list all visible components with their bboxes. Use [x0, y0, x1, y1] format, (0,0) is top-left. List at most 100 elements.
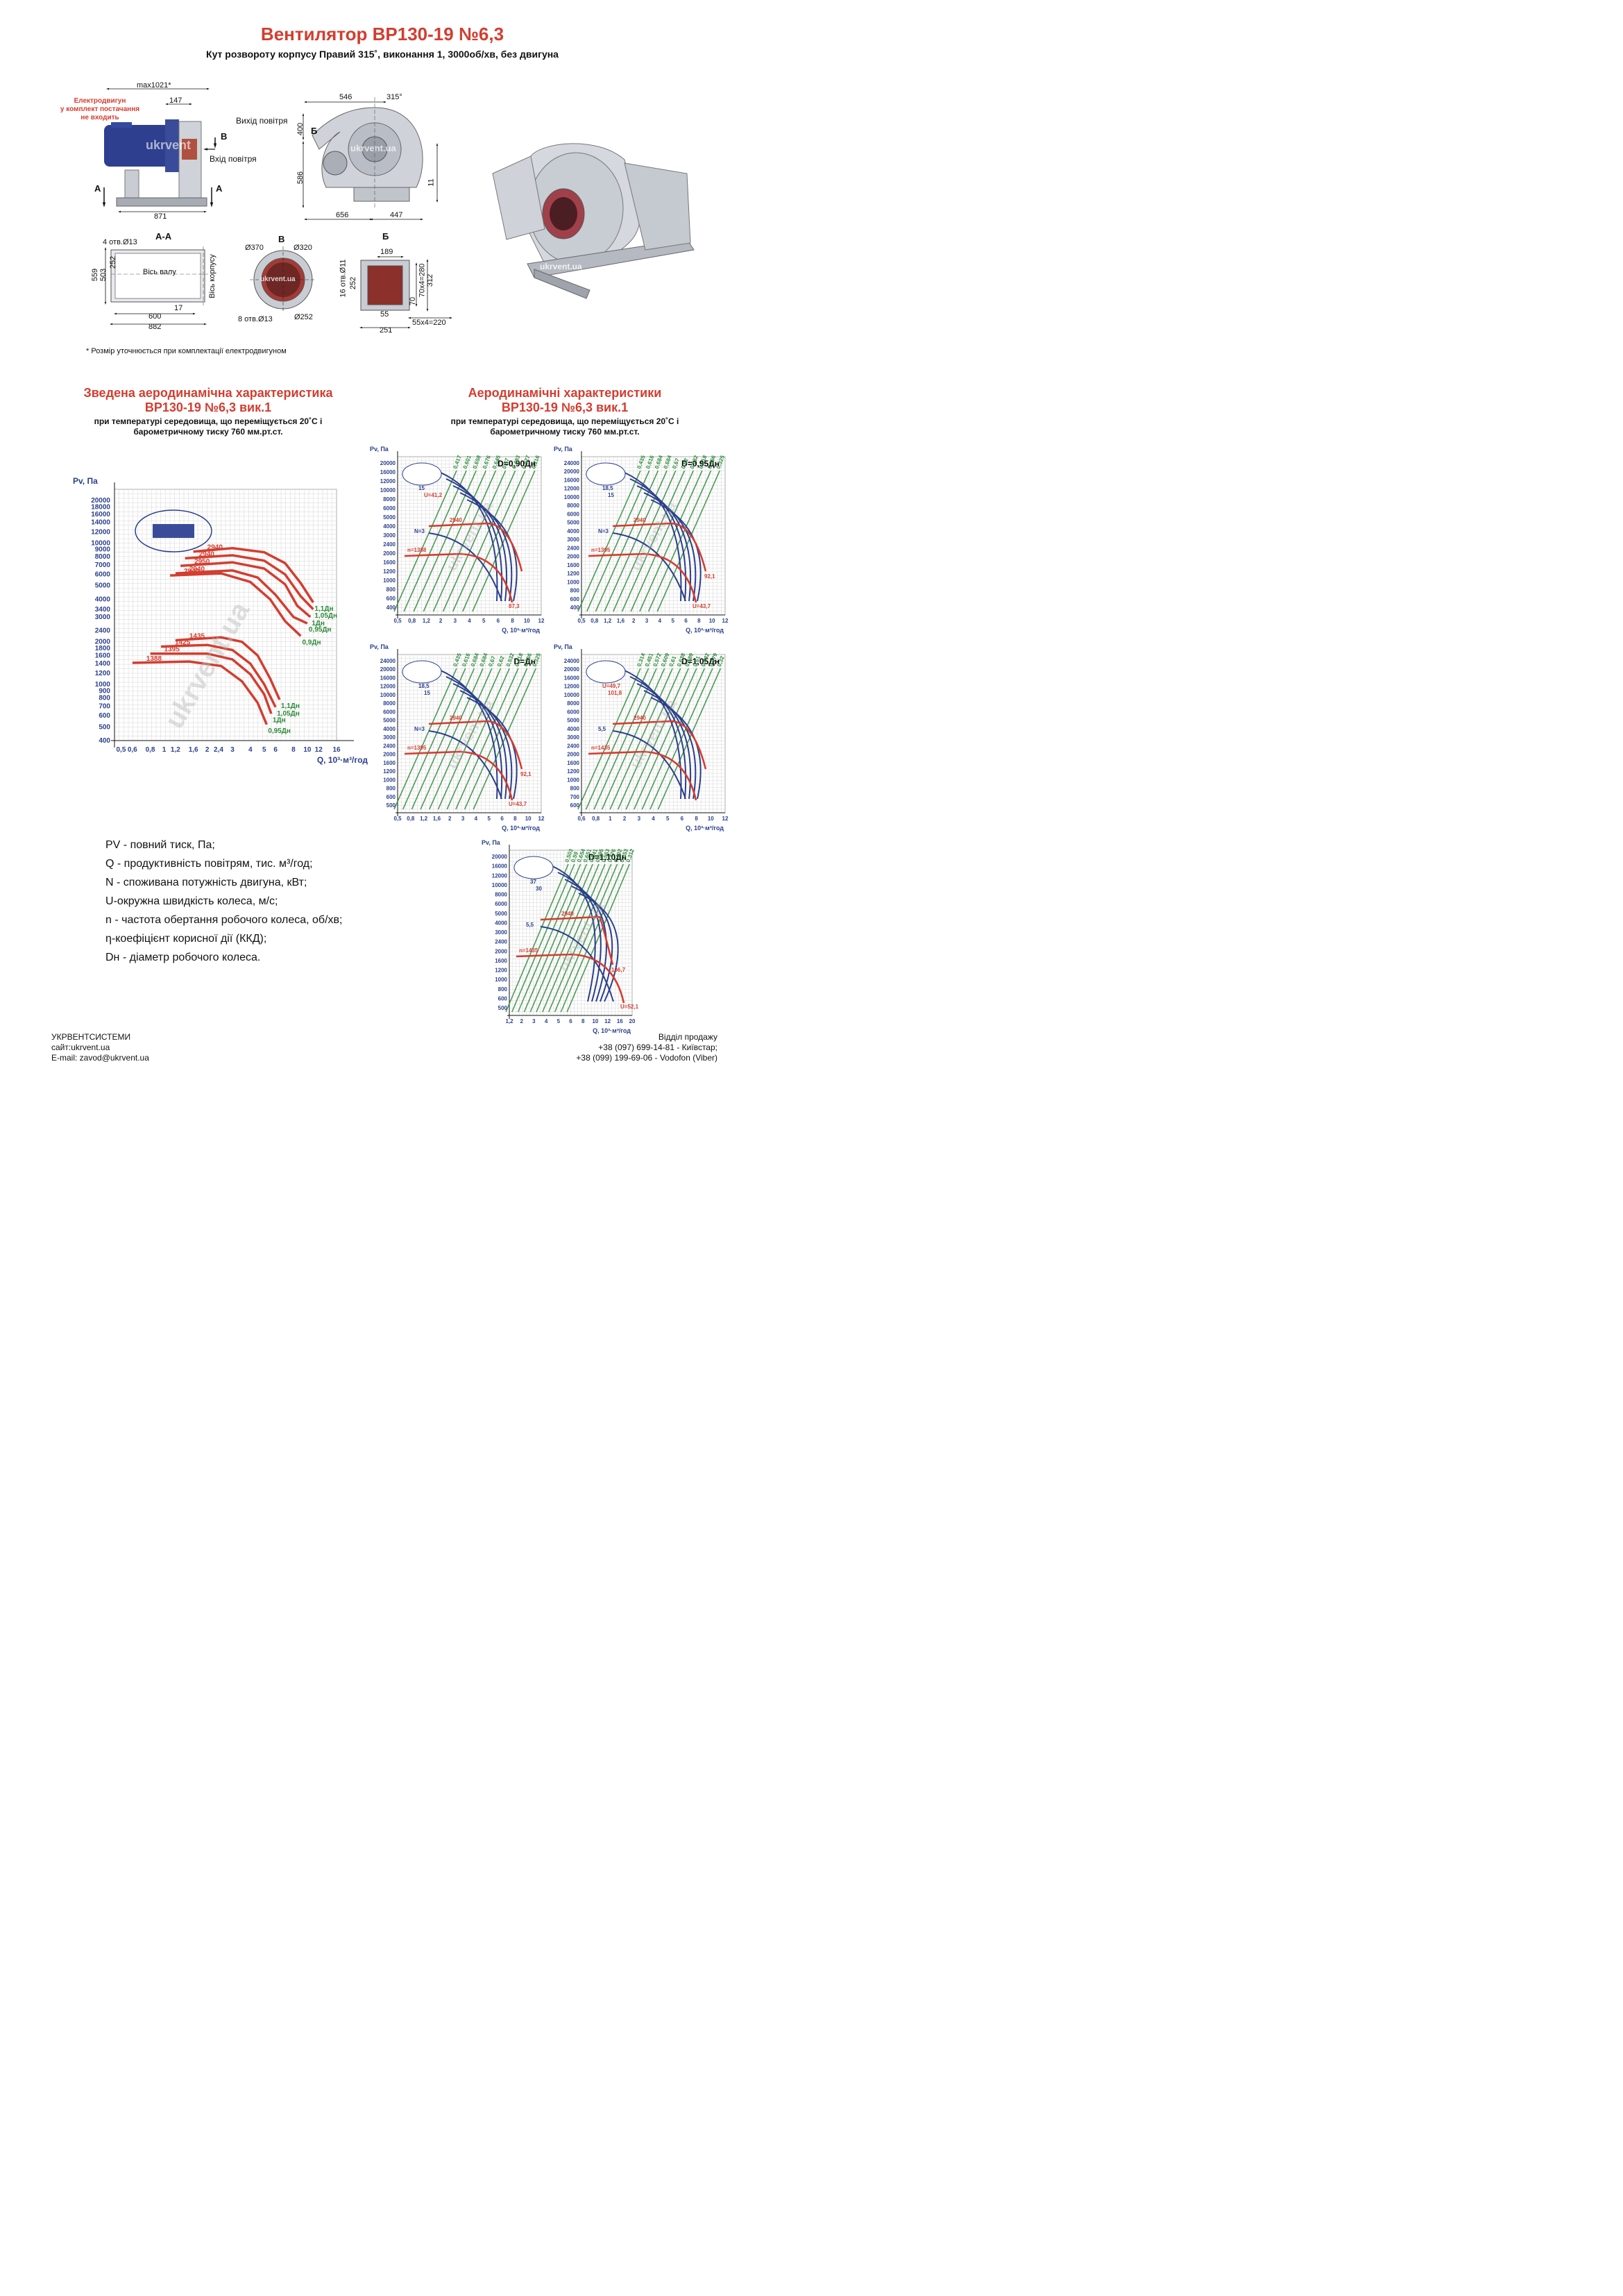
dim-400: 400 — [296, 122, 305, 136]
dim-189: 189 — [380, 248, 393, 256]
y-tick-label: 4000 — [95, 596, 111, 603]
efficiency-line — [437, 668, 502, 810]
dim-447: 447 — [390, 211, 403, 219]
y-axis-label: Pv, Па — [370, 643, 389, 650]
y-tick-label: 16000 — [564, 477, 580, 483]
rpm-curve-low — [588, 552, 697, 603]
x-tick-label: 1,2 — [420, 816, 428, 822]
y-tick-label: 2000 — [383, 550, 396, 557]
x-tick-label: 2 — [448, 816, 452, 822]
shaft-axis-label: Вісь валу — [143, 268, 176, 276]
efficiency-line — [393, 668, 457, 810]
efficiency-line — [420, 668, 484, 810]
curve-0 — [193, 547, 314, 603]
y-tick-label: 10000 — [380, 487, 396, 493]
efficiency-line — [542, 863, 606, 1013]
company-email[interactable]: E-mail: zavod@ukrvent.ua — [51, 1053, 149, 1063]
badge-icon — [402, 462, 442, 486]
x-tick-label: 5 — [557, 1018, 561, 1024]
power-curve — [459, 690, 513, 800]
dim-70x4: 70x4=280 — [418, 263, 427, 298]
x-tick-label: 12 — [722, 816, 729, 822]
sales-label: Відділ продажу — [658, 1032, 717, 1042]
efficiency-line — [657, 668, 722, 810]
series-label: U=43,7 — [692, 603, 711, 609]
x-tick-label: 8 — [697, 618, 701, 624]
power-curve — [636, 485, 692, 602]
page-subtitle: Кут розвороту корпусу Правий 315˚, викон… — [206, 49, 559, 60]
x-tick-label: 0,8 — [408, 618, 416, 624]
y-tick-label: 9000 — [95, 546, 111, 554]
x-tick-label: 12 — [604, 1018, 611, 1024]
y-tick-label: 12000 — [564, 486, 580, 492]
y-tick-label: 1200 — [383, 568, 396, 575]
x-tick-label: 0,5 — [577, 618, 586, 624]
series-label: n=1388 — [407, 547, 427, 553]
y-tick-label: 600 — [386, 794, 396, 800]
x-tick-label: 3 — [461, 816, 465, 822]
dim-252-bb: 252 — [349, 276, 358, 290]
y-tick-label: 8000 — [383, 700, 396, 707]
y-tick-label: 10000 — [91, 539, 110, 547]
y-tick-label: 2000 — [95, 639, 111, 646]
curve-rpm-label: 2940 — [189, 566, 205, 573]
efficiency-line — [609, 668, 673, 810]
curve-diameter-label: 1Дн — [273, 716, 286, 724]
y-tick-label: 12000 — [492, 872, 508, 879]
power-curve — [612, 730, 686, 800]
y-tick-label: 5000 — [95, 582, 111, 590]
y-tick-label: 1800 — [95, 645, 111, 652]
power-curve — [578, 893, 619, 1002]
company-name: УКРВЕНТСИСТЕМИ — [51, 1032, 131, 1042]
x-tick-label: 0,8 — [592, 816, 600, 822]
y-tick-label: 5000 — [567, 520, 579, 526]
power-curve — [540, 926, 614, 1002]
rpm-curve-high — [428, 720, 523, 770]
y-axis-label: Pv, Па — [370, 446, 389, 453]
curve-rpm-label: 1395 — [164, 646, 180, 654]
x-tick-label: 0,6 — [577, 816, 586, 822]
efficiency-line — [630, 470, 694, 612]
efficiency-line — [617, 668, 681, 810]
y-tick-label: 800 — [386, 586, 396, 593]
y-tick-label: 500 — [99, 723, 110, 731]
x-tick-label: 1,2 — [505, 1018, 513, 1024]
section-aa — [104, 246, 208, 326]
power-curve — [636, 683, 692, 800]
series-label: 5,5 — [526, 922, 534, 928]
efficiency-line — [536, 863, 600, 1013]
phone-vodafone[interactable]: +38 (099) 199-69-06 - Vodofon (Viber) — [576, 1053, 717, 1063]
efficiency-line — [393, 470, 457, 612]
air-inlet-label: Вхід повітря — [210, 154, 257, 164]
y-tick-label: 5000 — [383, 718, 396, 724]
y-tick-label: 3400 — [95, 606, 111, 614]
x-tick-label: 1,2 — [423, 618, 431, 624]
view-b-d370: Ø370 — [245, 244, 264, 252]
x-tick-label: 4 — [652, 816, 655, 822]
y-tick-label: 1400 — [95, 660, 111, 668]
x-tick-label: 2 — [439, 618, 443, 624]
y-tick-label: 5000 — [383, 514, 396, 521]
badge-icon — [402, 660, 442, 684]
x-tick-label: 0,5 — [393, 618, 402, 624]
company-site[interactable]: сайт:ukrvent.ua — [51, 1043, 110, 1052]
x-tick-label: 4 — [658, 618, 662, 624]
x-tick-label: 2 — [623, 816, 627, 822]
y-tick-label: 1600 — [567, 562, 579, 568]
y-tick-label: 16000 — [91, 511, 110, 518]
phone-kyivstar[interactable]: +38 (097) 699-14-81 - Київстар; — [598, 1043, 717, 1052]
efficiency-line — [585, 668, 649, 810]
power-curve — [643, 492, 697, 602]
dim-882: 882 — [148, 323, 162, 331]
efficiency-line — [656, 470, 721, 612]
dim-503: 503 — [99, 268, 108, 282]
x-tick-label: 6 — [497, 618, 500, 624]
curve-5 — [175, 636, 281, 700]
x-axis-label: Q, 10³·м³/год — [686, 825, 724, 832]
y-tick-label: 8000 — [567, 503, 579, 509]
y-tick-label: 2000 — [383, 752, 396, 758]
x-tick-label: 6 — [500, 816, 504, 822]
y-tick-label: 6000 — [567, 511, 579, 517]
y-tick-label: 1200 — [383, 768, 396, 775]
series-label: 15 — [424, 690, 430, 696]
